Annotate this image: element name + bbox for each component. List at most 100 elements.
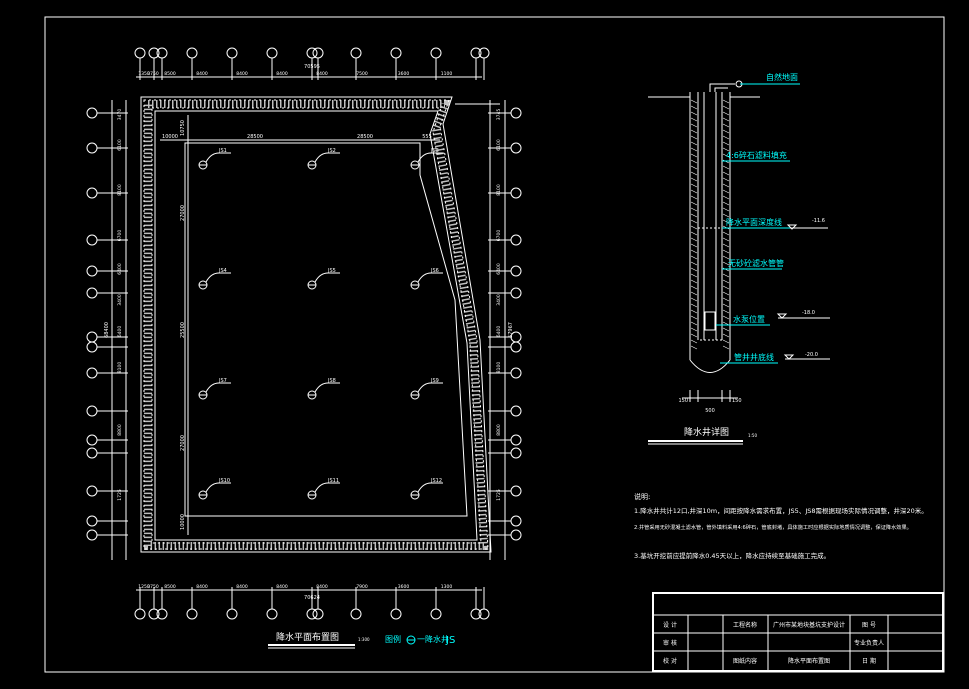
top-span-label: 7500 — [356, 71, 368, 77]
title-block-cell: 工程名称 — [733, 621, 757, 629]
dewatering-well: JS11 — [307, 478, 340, 500]
grid-bubble-left — [86, 187, 98, 199]
title-block-cell: 图 号 — [862, 622, 876, 629]
grid-bubble-right — [510, 434, 522, 446]
label-gravel: 4:6碎石滤料填充 — [726, 150, 787, 160]
right-span-label: 6400 — [496, 263, 502, 275]
dewatering-well: JS12 — [410, 478, 443, 500]
bottom-span-label: 8500 — [164, 584, 176, 590]
bottom-span-label: 8400 — [276, 584, 288, 590]
grid-bubble-right — [510, 287, 522, 299]
inner-dim-1: 28500 — [247, 134, 263, 140]
dewatering-well: JS2 — [307, 148, 340, 170]
legend-text: 一降水井 — [417, 634, 449, 644]
grid-bubble-bottom — [312, 608, 324, 620]
inner-vdim-3: 25500 — [180, 322, 186, 338]
gravel-fill-hatch — [690, 99, 730, 350]
grid-bubble-left — [86, 341, 98, 353]
plan-title: 降水平面布置图 — [276, 631, 339, 643]
support-pile-outer — [140, 96, 492, 553]
grid-bubble-right — [510, 234, 522, 246]
grid-bubble-top — [350, 47, 362, 59]
well-label: JS3 — [430, 148, 439, 154]
note-3: 3.基坑开挖前应提前降水0.45天以上，降水应持续至基础施工完成。 — [634, 551, 830, 560]
right-span-label: 8100 — [496, 184, 502, 196]
left-total-dim: 68400 — [104, 322, 110, 338]
grid-bubble-bottom — [266, 608, 278, 620]
bottom-span-label: 8400 — [236, 584, 248, 590]
grid-bubble-left — [86, 142, 98, 154]
grid-bubble-top — [266, 47, 278, 59]
well-label: JS1 — [218, 148, 227, 154]
dewatering-well: JS6 — [410, 268, 443, 290]
section-title: 降水井详图 — [684, 426, 729, 438]
well-label: JS8 — [327, 378, 336, 384]
inner-vdim-4: 27000 — [180, 435, 186, 451]
title-block: 设 计工程名称广州市某地块基坑支护设计图 号审 核专业负责人校 对图纸内容降水平… — [652, 592, 944, 672]
grid-bubble-right — [510, 142, 522, 154]
left-span-label: 3400 — [117, 294, 123, 306]
grid-bubble-top — [430, 47, 442, 59]
grid-bubble-bottom — [226, 608, 238, 620]
grid-bubble-left — [86, 367, 98, 379]
top-span-label: 1100 — [441, 71, 453, 77]
water-level-val: -11.6 — [812, 218, 825, 224]
inner-dim-3: 10000 — [162, 134, 178, 140]
inner-vdim-2: 27000 — [180, 205, 186, 221]
label-bottom: 管井井底线 — [734, 352, 774, 362]
label-ground: 自然地面 — [766, 72, 798, 82]
grid-bubble-right — [510, 405, 522, 417]
support-pile-hatch — [144, 100, 489, 550]
grid-bubble-bottom — [430, 608, 442, 620]
dewatering-well: JS9 — [410, 378, 443, 400]
bottom-span-label: 3750 — [147, 584, 159, 590]
bottom-span-label: 7900 — [356, 584, 368, 590]
right-span-label: 6700 — [496, 230, 502, 242]
well-label: JS7 — [218, 378, 227, 384]
top-span-label: 1350 — [138, 71, 150, 77]
left-span-label: 8800 — [117, 424, 123, 436]
grid-bubble-top — [390, 47, 402, 59]
dewatering-well: JS4 — [198, 268, 231, 290]
title-block-cell: 图纸内容 — [733, 657, 757, 665]
grid-bubble-top — [312, 47, 324, 59]
top-span-label: 8400 — [236, 71, 248, 77]
grid-bubble-bottom — [134, 608, 146, 620]
bottom-total-dim: 70624 — [304, 595, 320, 601]
legend-code: JS — [445, 635, 455, 646]
grid-bubble-bottom — [306, 608, 318, 620]
support-pile-inner — [154, 110, 478, 541]
title-block-cell: 降水平面布置图 — [788, 657, 830, 665]
grid-bubble-top — [306, 47, 318, 59]
grid-bubble-top — [226, 47, 238, 59]
inner-vdim-5: 10000 — [180, 514, 186, 530]
section-dim-right: 150 — [732, 398, 742, 404]
grid-bubble-right — [510, 265, 522, 277]
right-span-label: 1725 — [496, 489, 502, 501]
well-label: JS4 — [218, 268, 227, 274]
bottom-span-label: 8400 — [316, 584, 328, 590]
grid-bubble-left — [86, 529, 98, 541]
left-span-label: 6400 — [117, 326, 123, 338]
dewatering-well: JS3 — [410, 148, 443, 170]
right-span-label: 6400 — [496, 326, 502, 338]
outer-frame — [44, 16, 945, 673]
well-label: JS2 — [327, 148, 336, 154]
grid-bubble-left — [86, 485, 98, 497]
label-pump: 水泵位置 — [733, 314, 765, 324]
grid-bubble-top — [186, 47, 198, 59]
grid-bubble-top — [134, 47, 146, 59]
grid-bubble-left — [86, 434, 98, 446]
right-total-dim: 57967 — [508, 322, 514, 338]
section-scale: 1:50 — [748, 433, 757, 438]
grid-bubble-right — [510, 187, 522, 199]
top-span-label: 3750 — [147, 71, 159, 77]
section-dim-mid: 500 — [705, 408, 715, 414]
left-span-label: 3470 — [117, 109, 123, 121]
grid-bubble-right — [510, 529, 522, 541]
dewatering-well: JS10 — [198, 478, 231, 500]
